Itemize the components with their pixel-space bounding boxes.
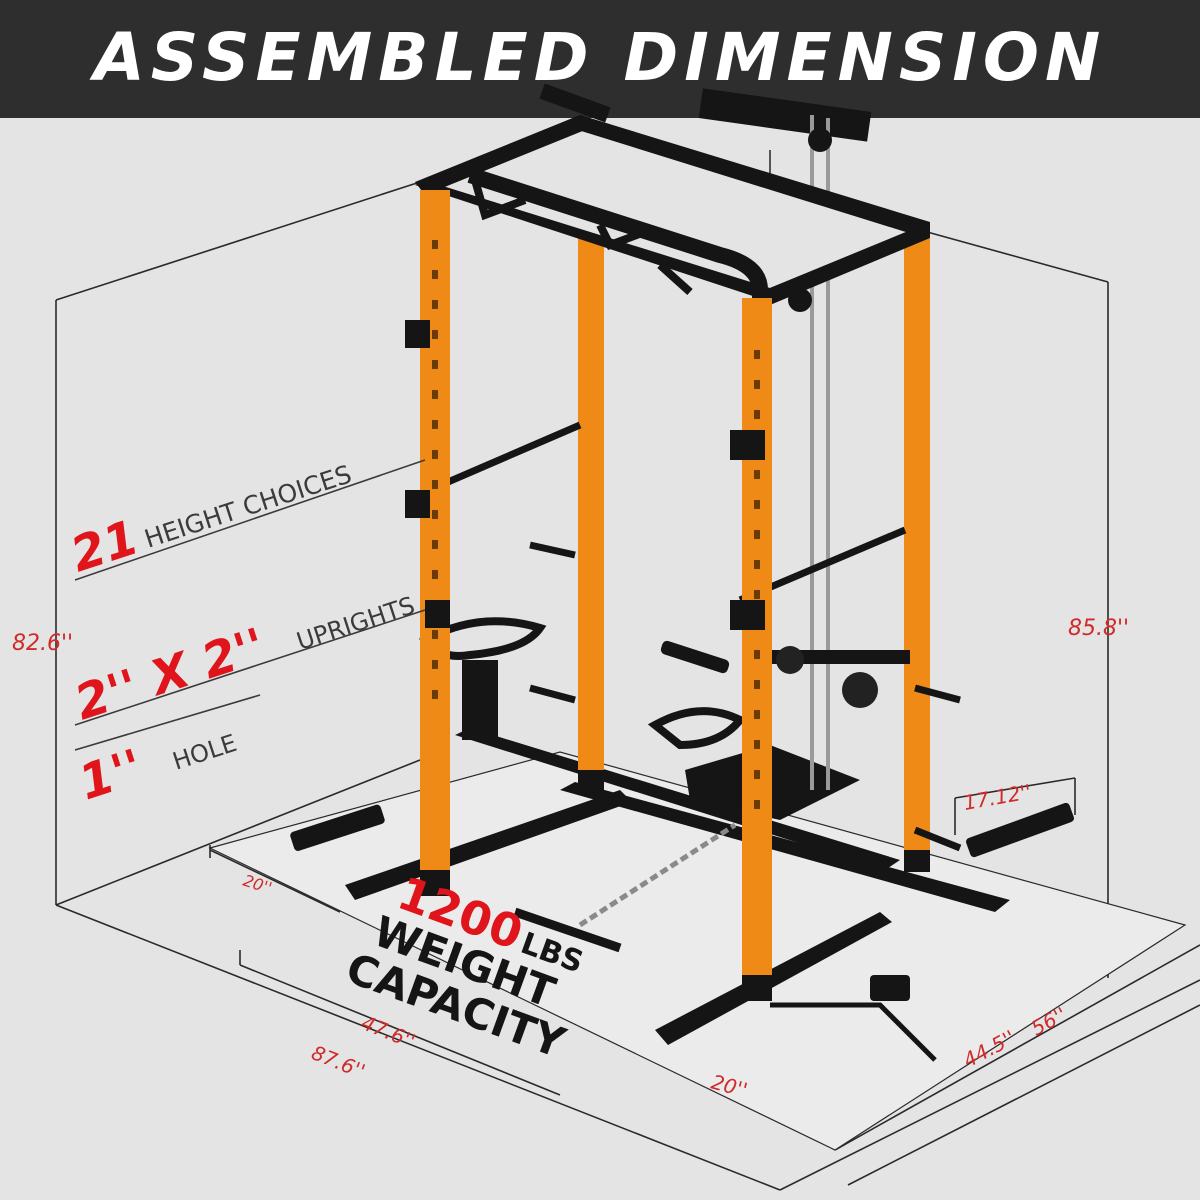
uprights-label: UPRIGHTS <box>293 591 418 655</box>
uprights-size: 2'' X 2'' <box>68 618 272 732</box>
total-width-label: 87.6'' <box>308 1040 368 1083</box>
band-peg-handle <box>770 1002 937 1062</box>
left-height-label: 82.6'' <box>12 631 73 656</box>
hole-label: HOLE <box>169 729 240 776</box>
top-frame <box>415 83 930 305</box>
inner-depth-label: 44.5'' <box>959 1025 1019 1072</box>
front-left-gap-label: 20'' <box>241 871 275 898</box>
header-band <box>0 0 1200 118</box>
front-right-gap-label: 20'' <box>709 1070 750 1103</box>
callout-lines <box>74 459 426 751</box>
storage-peg-width-label: 17.12'' <box>962 779 1033 814</box>
inner-width-label: 47.6'' <box>358 1010 418 1053</box>
height-choices-label: HEIGHT CHOICES <box>141 459 355 553</box>
page-title: ASSEMBLED DIMENSION <box>93 19 1107 96</box>
band-peg <box>870 975 910 1001</box>
landmine-post <box>462 660 498 740</box>
hole-size: 1'' <box>72 739 149 812</box>
j-hooks <box>405 320 765 630</box>
height-choices-number: 21 <box>64 510 145 584</box>
chain-accessory <box>513 822 737 953</box>
total-depth-label: 56'' <box>1027 1002 1070 1040</box>
front-uprights <box>420 190 772 1001</box>
right-height-label: 85.8'' <box>1068 616 1129 641</box>
base-frame <box>290 640 1074 1045</box>
